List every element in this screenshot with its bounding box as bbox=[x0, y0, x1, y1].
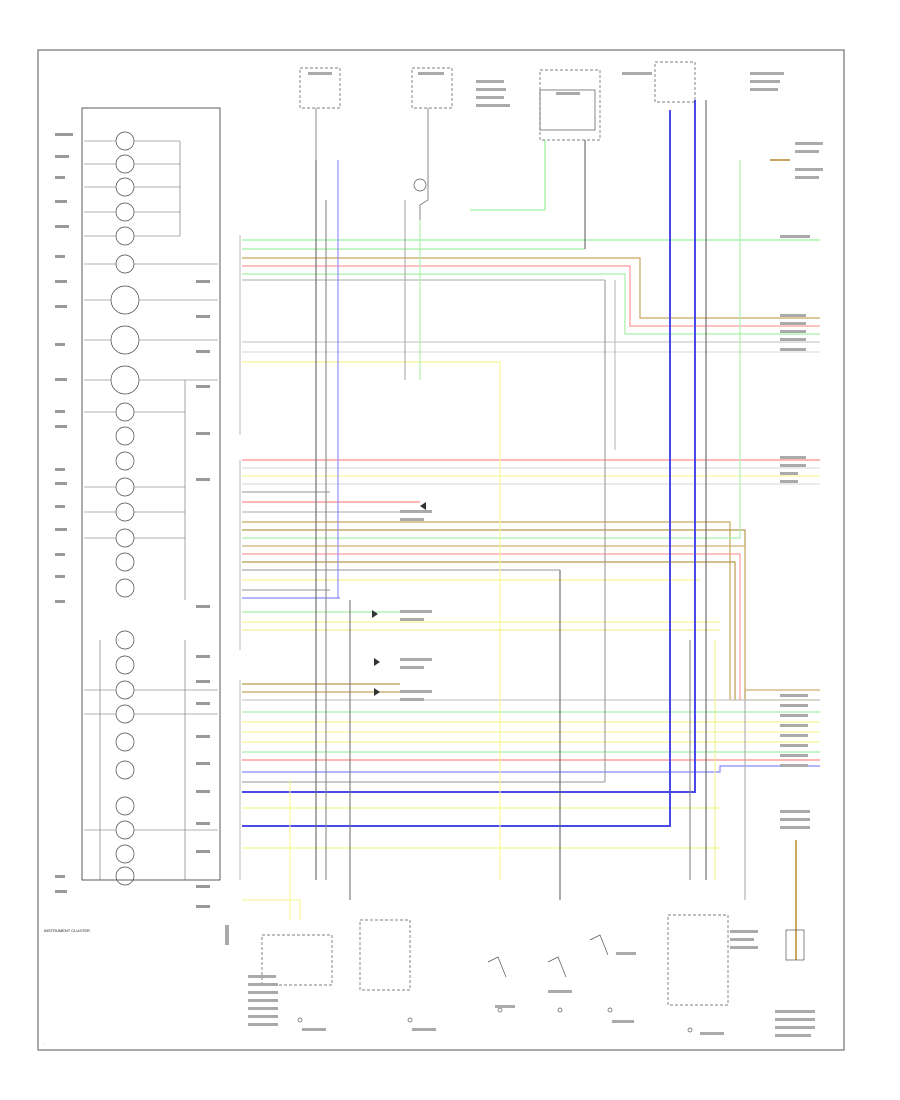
switch-bottom-1 bbox=[359, 919, 411, 991]
wires-horizontal bbox=[242, 100, 820, 849]
wire-brown-5 bbox=[242, 561, 736, 700]
fuse-block-1 bbox=[299, 67, 341, 109]
connector-far-right bbox=[785, 929, 805, 961]
wire-green-3 bbox=[242, 273, 820, 335]
bottom-label-marks bbox=[225, 810, 815, 1037]
indicator-lamps bbox=[110, 131, 140, 886]
diagram-frame bbox=[37, 49, 845, 1051]
cluster-caption: INSTRUMENT CLUSTER bbox=[44, 928, 90, 933]
wire-brown-4 bbox=[242, 545, 820, 691]
wire-blue-2 bbox=[242, 765, 820, 773]
mid-arrows bbox=[372, 502, 426, 696]
top-components bbox=[299, 61, 790, 220]
sensor-right bbox=[667, 914, 729, 1006]
instrument-cluster-box bbox=[81, 107, 221, 881]
mid-callouts bbox=[400, 510, 432, 701]
wire-brown-1 bbox=[242, 257, 820, 319]
cluster-internal-wires bbox=[84, 140, 218, 880]
instrument-cluster bbox=[55, 107, 221, 908]
top-label-marks bbox=[308, 72, 823, 767]
bottom-components bbox=[261, 914, 805, 1033]
wire-blue-4 bbox=[242, 110, 671, 827]
junction-box bbox=[654, 61, 696, 103]
fuse-block-2 bbox=[411, 67, 453, 109]
wire-yellow-top bbox=[242, 899, 301, 920]
wire-red-4 bbox=[242, 553, 741, 700]
cluster-label-marks bbox=[55, 133, 210, 908]
relay-bottom-left bbox=[261, 934, 333, 986]
wire-red-1 bbox=[242, 265, 820, 327]
wire-blue-3 bbox=[242, 100, 696, 793]
wire-brown-2 bbox=[242, 521, 820, 701]
relay-box bbox=[539, 69, 601, 141]
wires-vertical bbox=[242, 100, 797, 960]
page-mark: · bbox=[44, 1042, 45, 1047]
relay-switch bbox=[539, 89, 596, 131]
